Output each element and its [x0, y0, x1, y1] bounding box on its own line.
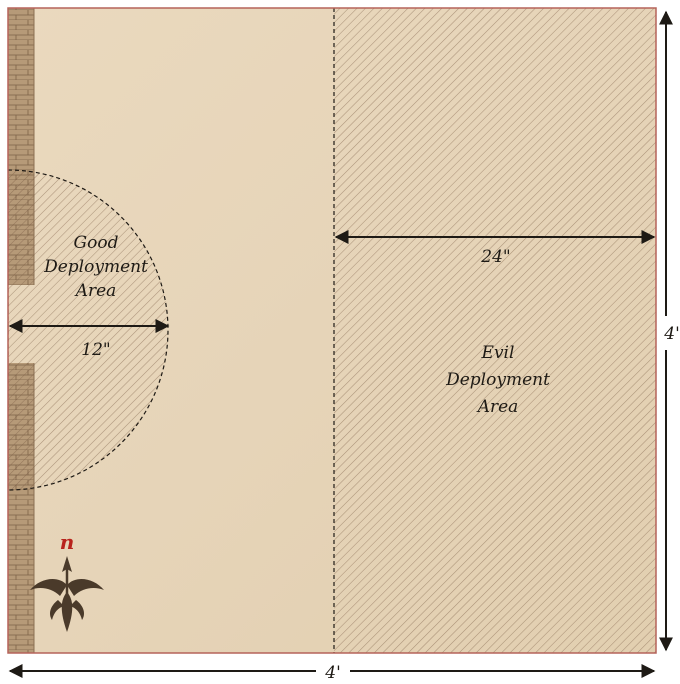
board-width-label: 4' [324, 663, 341, 683]
board-height-label: 4' [663, 324, 680, 344]
evil-zone-label-line3: Area [476, 397, 519, 417]
evil-depth-label: 24" [480, 247, 510, 267]
compass-north-label: n [60, 530, 75, 554]
good-zone-label-line3: Area [74, 281, 117, 301]
evil-deployment-zone [334, 8, 656, 653]
evil-zone-label-line1: Evil [481, 343, 515, 363]
good-radius-label: 12" [81, 340, 110, 360]
evil-zone-label-line2: Deployment [445, 370, 550, 390]
good-zone-label-line2: Deployment [43, 257, 148, 277]
good-zone-label-line1: Good [74, 233, 119, 253]
